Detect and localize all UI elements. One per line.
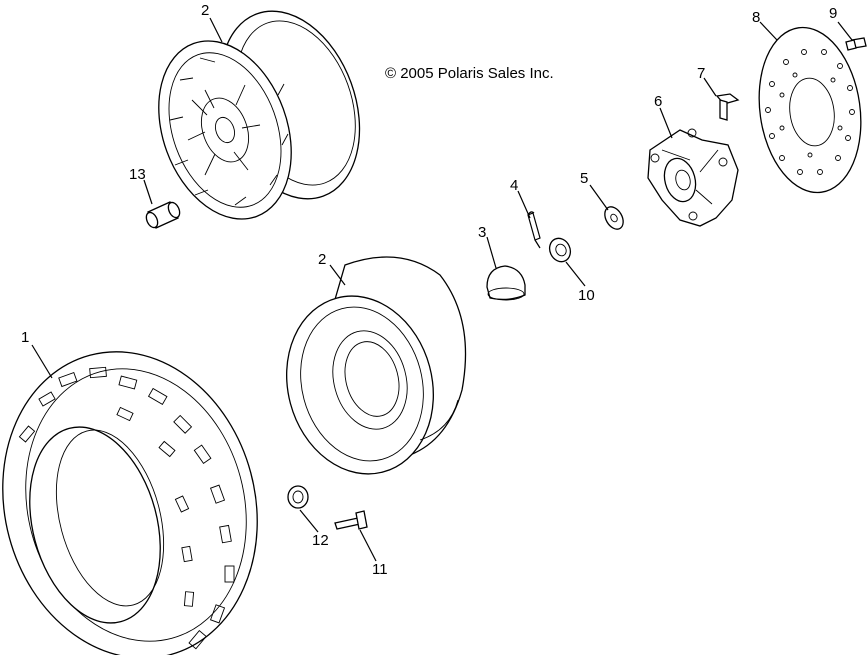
- hub-bolt: [715, 93, 740, 121]
- hub-cap: [486, 265, 526, 301]
- callout-2-lower: 2: [318, 251, 326, 268]
- tire: [2, 351, 258, 655]
- lug-nut-lower: [287, 485, 309, 509]
- callout-1: 1: [21, 329, 29, 346]
- copyright-notice: © 2005 Polaris Sales Inc.: [385, 65, 554, 82]
- hub: [647, 128, 739, 227]
- callout-8: 8: [752, 9, 760, 26]
- callout-11: 11: [372, 561, 388, 578]
- callout-4: 4: [510, 177, 518, 194]
- callout-7: 7: [697, 65, 705, 82]
- callout-2-upper: 2: [201, 2, 209, 19]
- callout-9: 9: [829, 5, 837, 22]
- callout-5: 5: [580, 170, 588, 187]
- lug-nut-upper: [145, 201, 181, 229]
- leader-lines: [31, 17, 853, 562]
- disc-bolt: [845, 37, 867, 51]
- callout-10: 10: [578, 287, 595, 304]
- callout-13: 13: [129, 166, 146, 183]
- brake-disc: [758, 26, 862, 194]
- rim-lower: [286, 256, 467, 475]
- castle-nut: [548, 237, 572, 263]
- callout-labels: 1 2 2 3 4 5 6 7 8 9 10 11 12 13: [21, 2, 837, 578]
- rim-upper: [158, 10, 361, 220]
- wheel-stud: [334, 510, 368, 530]
- callout-6: 6: [654, 93, 662, 110]
- callout-3: 3: [478, 224, 486, 241]
- washer: [604, 206, 624, 230]
- callout-12: 12: [312, 532, 329, 549]
